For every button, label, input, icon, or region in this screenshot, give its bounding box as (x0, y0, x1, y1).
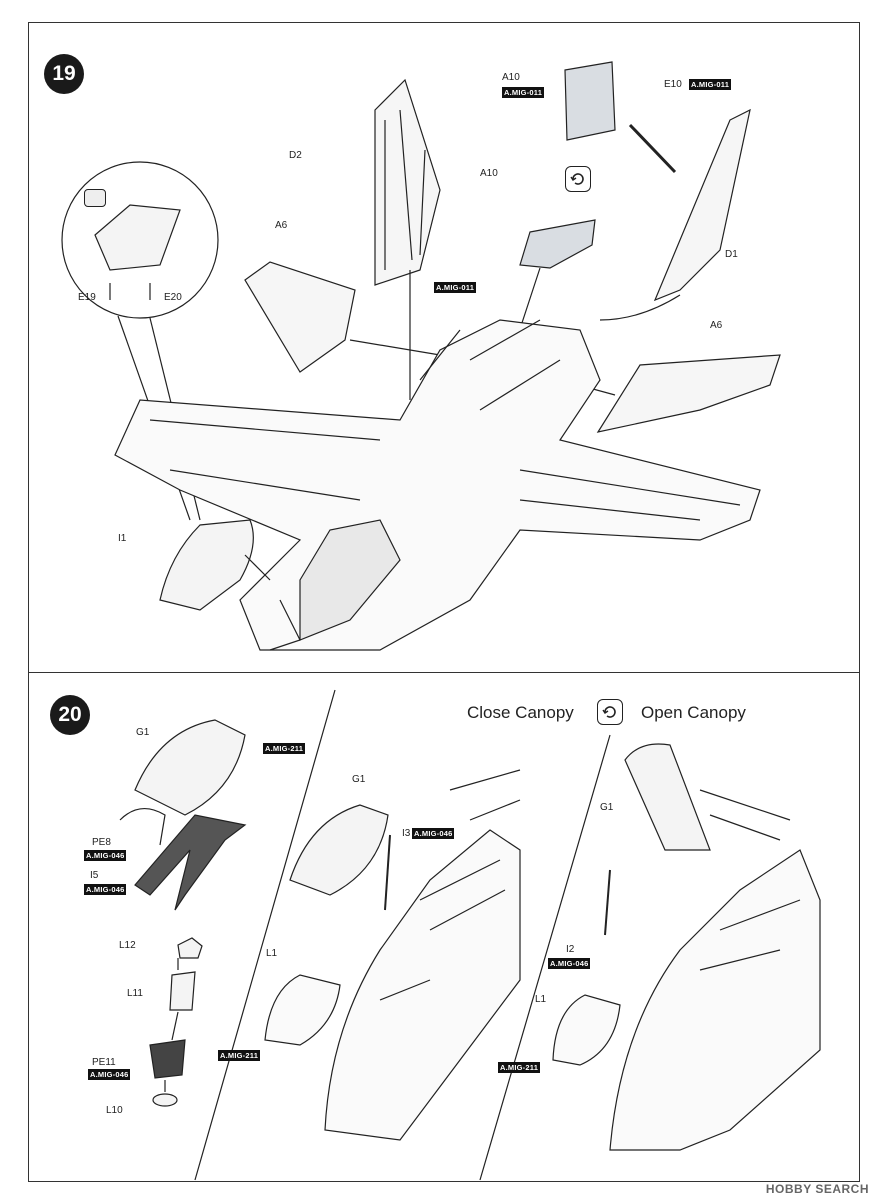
badge-pe8: A.MIG-046 (84, 850, 127, 861)
label-a6-left: A6 (275, 220, 288, 231)
label-i5: I5 (90, 870, 99, 881)
label-i1: I1 (118, 533, 127, 544)
label-l10: L10 (106, 1105, 123, 1116)
badge-fuselage: A.MIG-011 (434, 282, 477, 293)
label-a10-top: A10 (502, 72, 520, 83)
badge-l1-c: A.MIG-211 (498, 1062, 541, 1073)
label-g1-b: G1 (352, 774, 366, 785)
label-l11: L11 (127, 988, 143, 999)
badge-e10: A.MIG-011 (689, 79, 732, 90)
label-l1-c: L1 (535, 994, 547, 1005)
label-l12: L12 (119, 940, 136, 951)
label-i3: I3 (402, 828, 411, 839)
badge-a10-top: A.MIG-011 (502, 87, 545, 98)
label-e19: E19 (78, 292, 96, 303)
canopy-rotate-icon (597, 699, 623, 725)
label-g1-c: G1 (600, 802, 614, 813)
label-i2: I2 (566, 944, 575, 955)
label-l1-b: L1 (266, 948, 278, 959)
detail-circle (61, 161, 219, 319)
glue-icon (84, 189, 106, 207)
rotate-flip-icon (565, 166, 591, 192)
label-a6-right: A6 (710, 320, 723, 331)
close-canopy-label: Close Canopy (467, 703, 574, 722)
label-a10-mid: A10 (480, 168, 498, 179)
step-19-number: 19 (44, 54, 84, 94)
label-d1: D1 (725, 249, 738, 260)
badge-i2: A.MIG-046 (548, 958, 591, 969)
badge-i3: A.MIG-046 (412, 828, 455, 839)
step-20-number: 20 (50, 695, 90, 735)
label-e10: E10 (664, 79, 682, 90)
label-pe11: PE11 (92, 1057, 116, 1068)
badge-i5: A.MIG-046 (84, 884, 127, 895)
badge-l1-b: A.MIG-211 (218, 1050, 261, 1061)
badge-g1-a: A.MIG-211 (263, 743, 306, 754)
badge-pe11: A.MIG-046 (88, 1069, 131, 1080)
label-g1-a: G1 (136, 727, 150, 738)
label-e20: E20 (164, 292, 182, 303)
label-d2: D2 (289, 150, 302, 161)
open-canopy-label: Open Canopy (641, 703, 746, 722)
label-pe8: PE8 (92, 837, 111, 848)
watermark: HOBBY SEARCH (765, 1182, 869, 1196)
